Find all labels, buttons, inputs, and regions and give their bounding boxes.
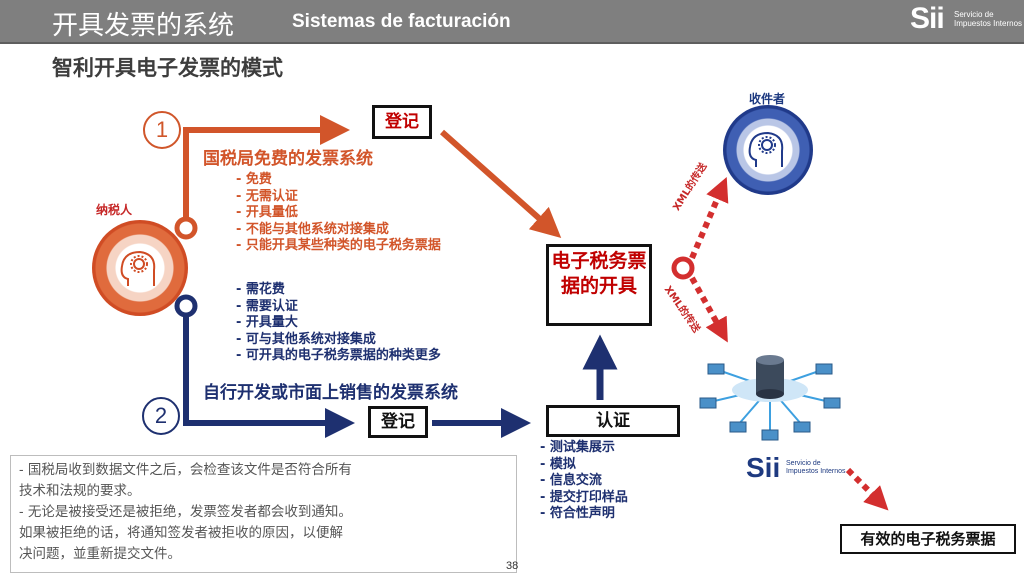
step-number-1: 1 [143, 111, 181, 149]
navy-connector [183, 306, 355, 438]
list-item: 信息交流 [540, 473, 628, 490]
free-system-title: 国税局免费的发票系统 [203, 149, 373, 169]
page-heading: 智利开具电子发票的模式 [52, 56, 283, 80]
certification-box: 认证 [546, 405, 680, 437]
slide-title: 开具发票的系统 [52, 11, 235, 41]
list-item: 只能开具某些种类的电子税务票据 [236, 238, 441, 255]
sii-logo-text: Servicio de Impuestos Internos [954, 10, 1023, 28]
sii-logo-bottom: Sii Servicio de Impuestos Internos [746, 452, 846, 486]
private-system-list: 需花费 需要认证 开具量大 可与其他系统对接集成 可开具的电子税务票据的种类更多 [236, 282, 441, 365]
note-box: - 国税局收到数据文件之后，会检查该文件是否符合所有 技术和法规的要求。 - 无… [10, 455, 517, 573]
navy-node [174, 294, 198, 318]
receiver-head-icon [748, 131, 784, 167]
server-network-icon [699, 355, 841, 441]
list-item: 免费 [236, 172, 441, 189]
header-bar: 开具发票的系统 Sistemas de facturación Sii Serv… [0, 0, 1024, 44]
list-item: 符合性声明 [540, 506, 628, 523]
note-line: 技术和法规的要求。 [19, 483, 141, 499]
sii-logo: Sii Servicio de Impuestos Internos [910, 2, 1022, 40]
list-item: 需要认证 [236, 299, 441, 316]
list-item: 可与其他系统对接集成 [236, 332, 441, 349]
xml-node [671, 256, 695, 280]
sii-bottom-mark: Sii [746, 452, 781, 483]
certification-steps-list: 测试集展示 模拟 信息交流 提交打印样品 符合性声明 [540, 440, 628, 523]
list-item: 测试集展示 [540, 440, 628, 457]
page-number: 38 [506, 560, 519, 572]
step-number-2: 2 [142, 397, 180, 435]
list-item: 提交打印样品 [540, 490, 628, 507]
orange-arrow-to-issue [440, 129, 562, 238]
list-item: 可开具的电子税务票据的种类更多 [236, 348, 441, 365]
list-item: 需花费 [236, 282, 441, 299]
note-line: - 无论是被接受还是被拒绝，发票签发者都会收到通知。 [19, 504, 352, 520]
list-item: 模拟 [540, 457, 628, 474]
sii-logo-mark: Sii [910, 2, 945, 35]
note-line: 如果被拒绝的话，将通知签发者被拒收的原因，以便解 [19, 525, 343, 541]
issue-box: 电子税务票据的开具 [546, 244, 652, 326]
list-item: 无需认证 [236, 189, 441, 206]
taxpayer-head-icon [120, 250, 156, 286]
list-item: 开具量低 [236, 205, 441, 222]
taxpayer-label: 纳税人 [96, 203, 133, 217]
list-item: 不能与其他系统对接集成 [236, 222, 441, 239]
xml-arrow-valid [845, 467, 889, 511]
sii-bottom-text: Servicio de Impuestos Internos [786, 460, 846, 475]
slide-subtitle: Sistemas de facturación [292, 11, 511, 32]
orange-connector [183, 115, 350, 228]
register-box-bottom: 登记 [368, 406, 428, 438]
list-item: 开具量大 [236, 315, 441, 332]
register-box-top: 登记 [372, 105, 432, 139]
receiver-label: 收件者 [749, 92, 786, 106]
valid-invoice-box: 有效的电子税务票据 [840, 524, 1016, 554]
xml-arrow-up [689, 176, 729, 260]
free-system-list: 免费 无需认证 开具量低 不能与其他系统对接集成 只能开具某些种类的电子税务票据 [236, 172, 441, 255]
note-line: - 国税局收到数据文件之后，会检查该文件是否符合所有 [19, 462, 352, 478]
note-line: 决问题，並重新提交文件。 [19, 546, 181, 562]
orange-node [174, 216, 198, 240]
private-system-title: 自行开发或市面上销售的发票系统 [203, 383, 458, 403]
